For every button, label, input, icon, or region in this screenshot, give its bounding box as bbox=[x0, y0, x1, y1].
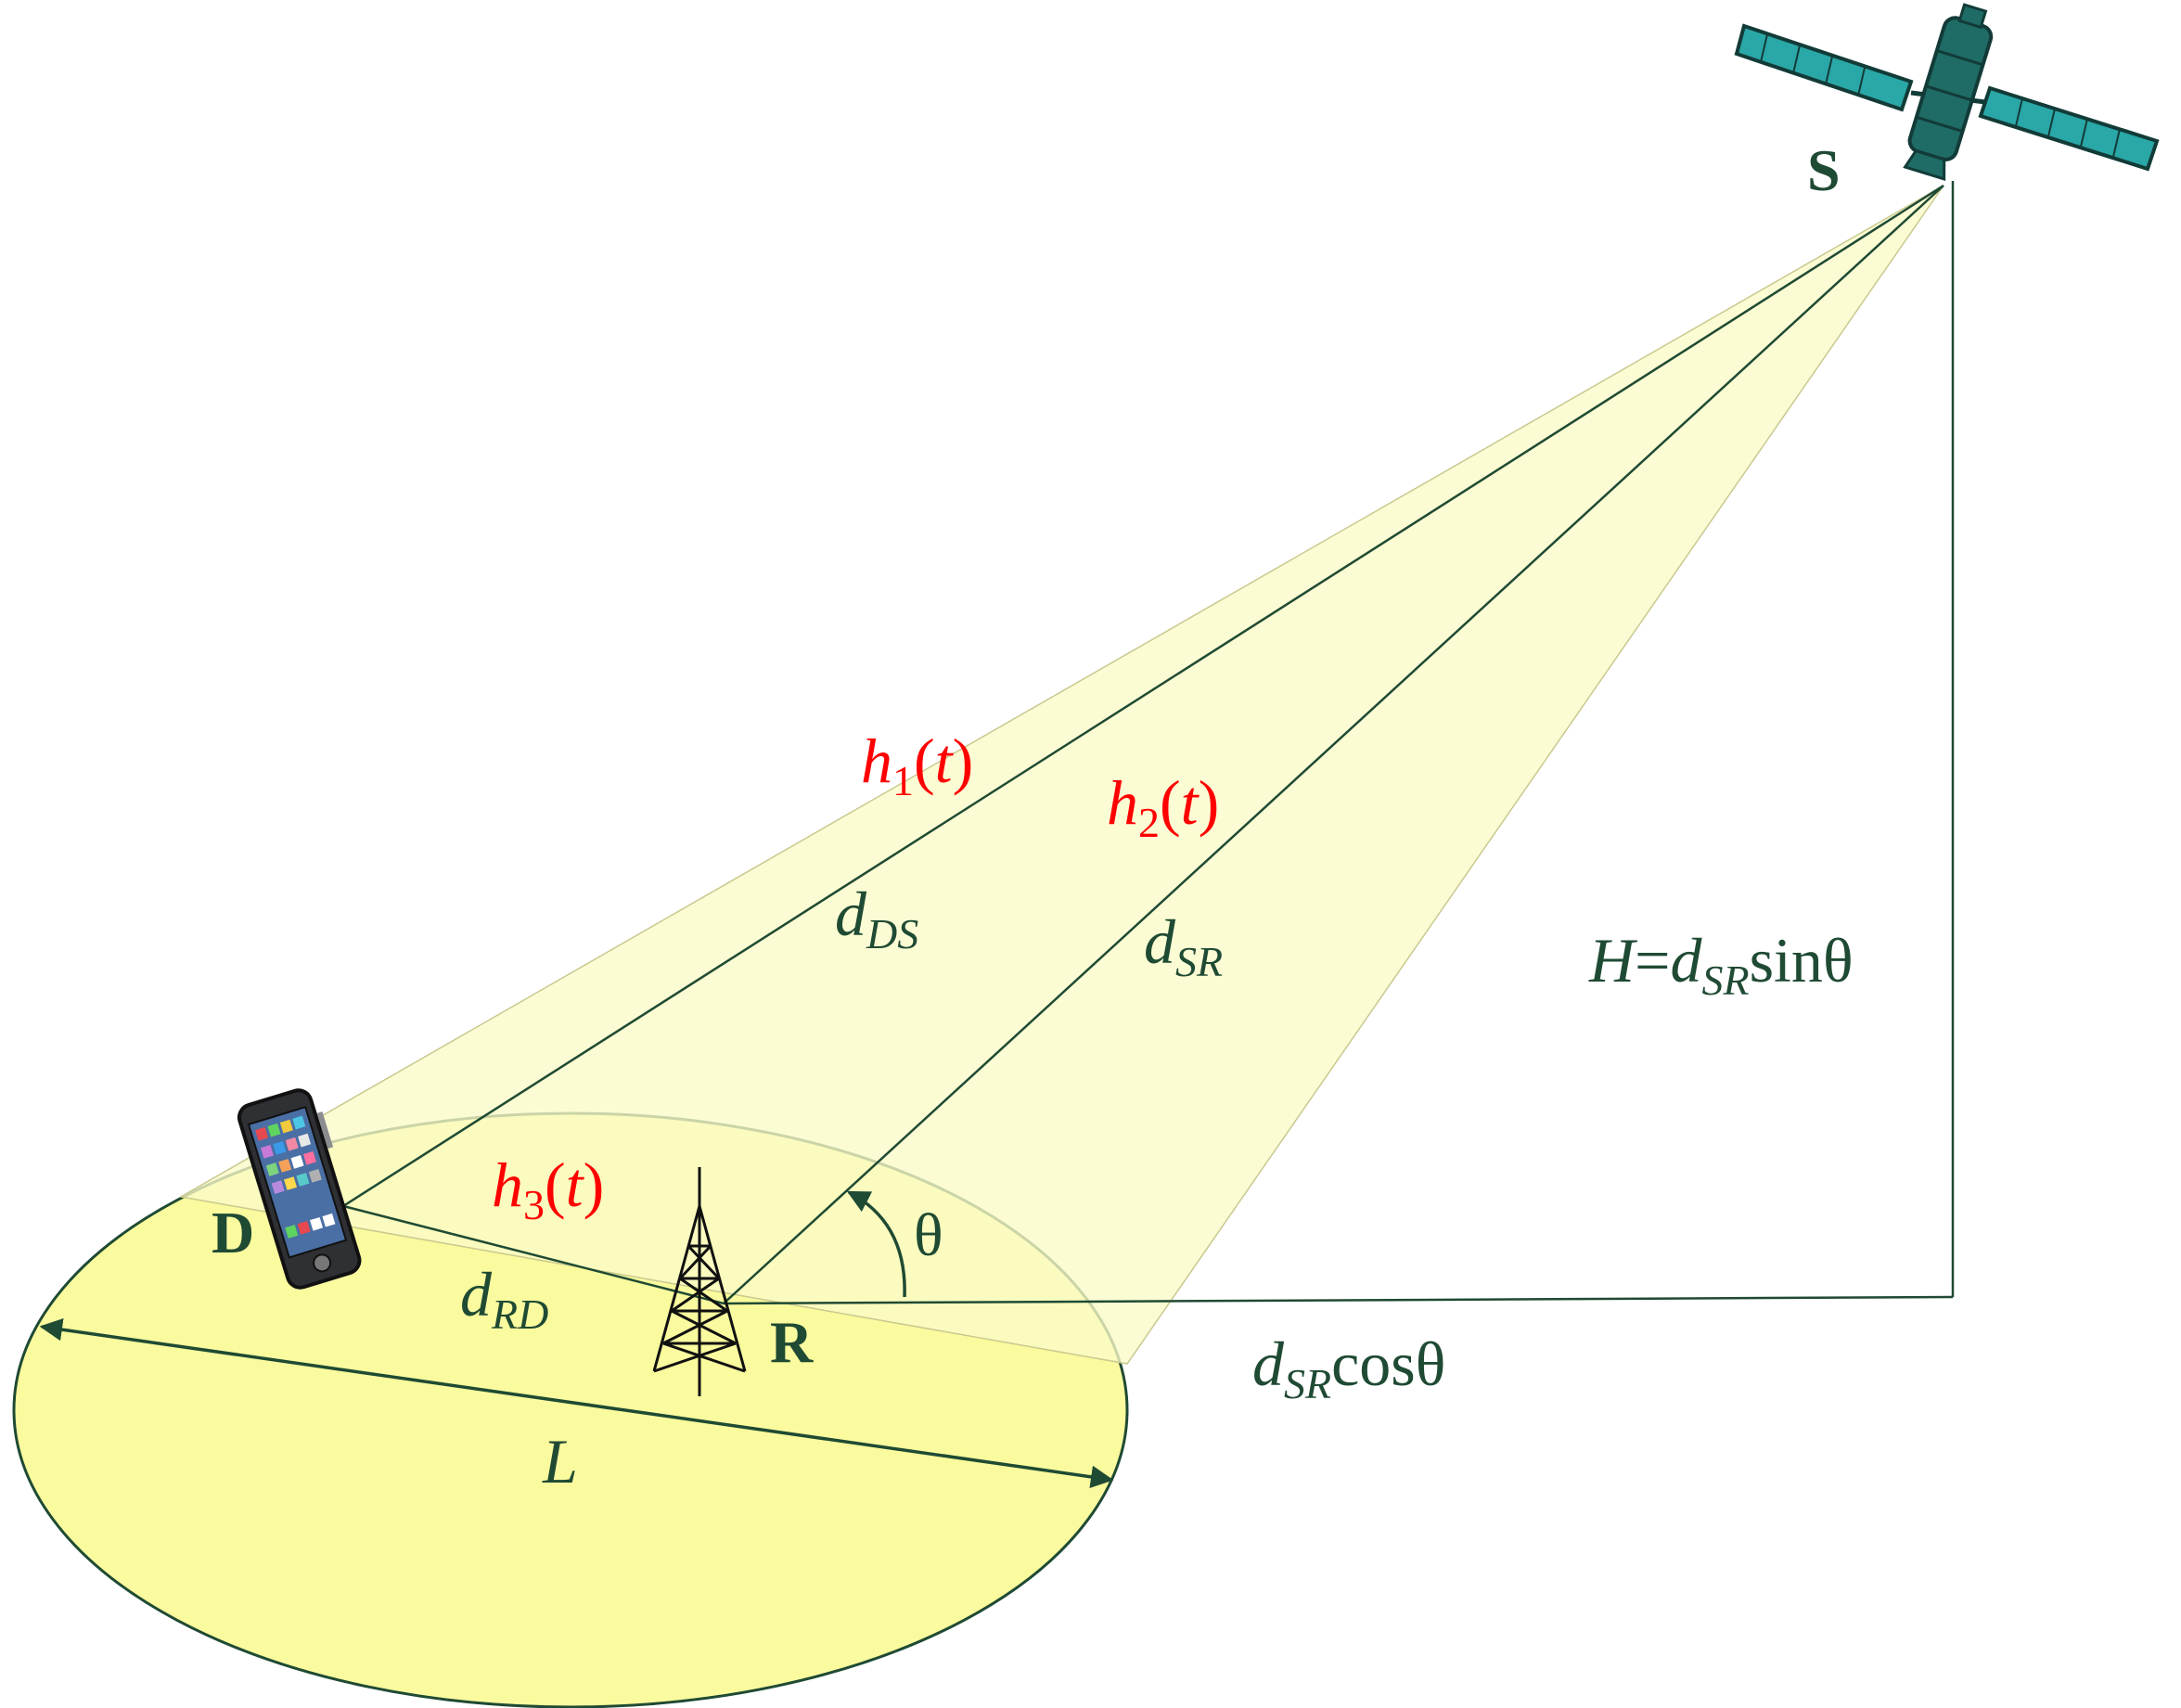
angle-label: θ bbox=[914, 1201, 943, 1269]
distance-drd-label: dRD bbox=[460, 1259, 548, 1338]
satellite-icon bbox=[1734, 3, 2160, 181]
link-s-r bbox=[723, 185, 1944, 1304]
coverage-diameter-arrow bbox=[39, 1317, 1114, 1489]
channel-h3-label: h3(t) bbox=[492, 1149, 604, 1228]
ground-distance-label: dSRcosθ bbox=[1252, 1329, 1445, 1407]
destination-label: D bbox=[212, 1200, 254, 1265]
relay-label: R bbox=[770, 1309, 814, 1375]
channel-h2-label: h2(t) bbox=[1107, 767, 1219, 846]
ground-line bbox=[723, 1295, 1954, 1305]
distance-dds-label: dDS bbox=[835, 879, 918, 957]
phone-icon bbox=[237, 1088, 362, 1290]
beam-cone bbox=[178, 185, 1944, 1365]
channel-h1-label: h1(t) bbox=[861, 726, 973, 804]
coverage-diameter-label: L bbox=[542, 1426, 578, 1496]
tower-icon bbox=[652, 1167, 747, 1396]
distance-dsr-label: dSR bbox=[1144, 906, 1223, 985]
satellite-label: S bbox=[1807, 137, 1841, 203]
link-r-d bbox=[342, 1204, 725, 1305]
angle-arc bbox=[846, 1190, 906, 1298]
height-label: H=dSRsinθ bbox=[1588, 925, 1854, 1004]
link-s-d bbox=[342, 184, 1944, 1208]
